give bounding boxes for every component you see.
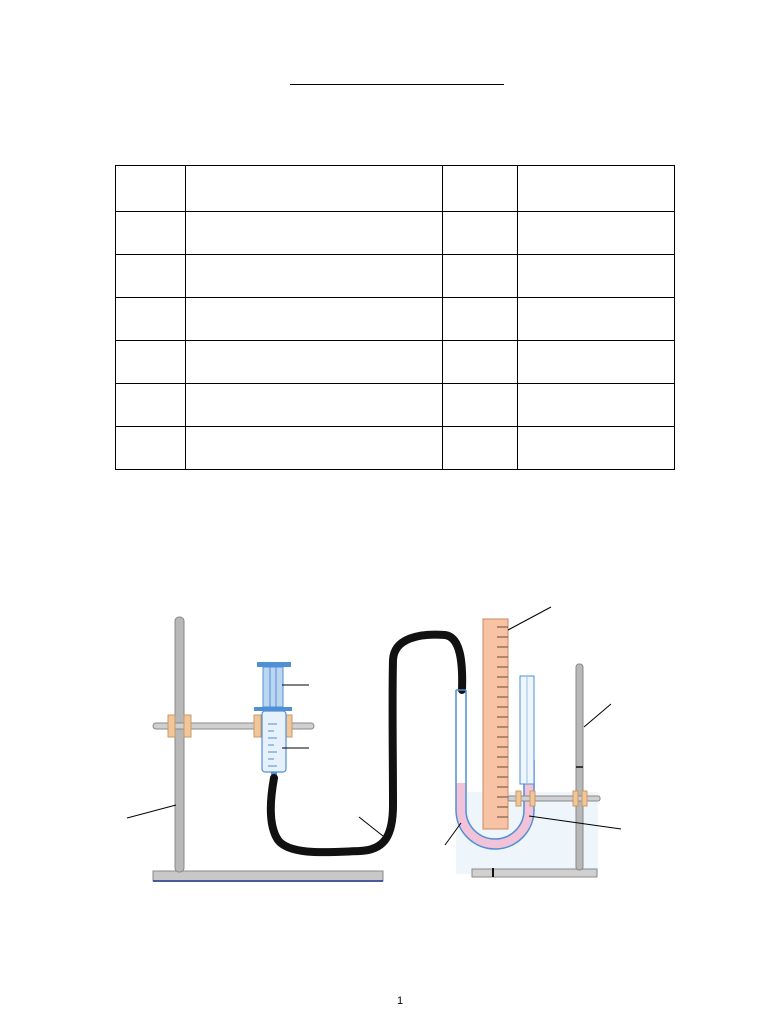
table-cell bbox=[442, 426, 518, 470]
table-cell bbox=[442, 340, 518, 384]
table-cell bbox=[185, 297, 443, 341]
plunger-top bbox=[257, 662, 291, 667]
table-cell bbox=[442, 254, 518, 298]
u-tube-liquid bbox=[456, 783, 534, 849]
clamp-boss bbox=[572, 790, 579, 807]
table-header-cell bbox=[442, 165, 518, 212]
ruler bbox=[482, 618, 509, 830]
left-stand-base bbox=[152, 870, 384, 882]
label-line-right-stand bbox=[583, 703, 612, 728]
table-row bbox=[115, 426, 675, 470]
syringe-flange bbox=[254, 707, 292, 711]
clamp-boss bbox=[581, 790, 588, 807]
clamp-boss bbox=[183, 714, 192, 738]
table-cell bbox=[115, 254, 186, 298]
u-tube-inner bbox=[465, 690, 525, 840]
table-header-cell bbox=[185, 165, 443, 212]
table-row bbox=[115, 297, 675, 341]
syringe bbox=[254, 662, 292, 778]
label-line-tubing bbox=[358, 816, 384, 837]
apparatus-diagram bbox=[126, 606, 622, 882]
table-cell bbox=[517, 254, 675, 298]
u-tube-outline bbox=[455, 690, 535, 850]
left-stand-rod bbox=[174, 616, 185, 873]
table-cell bbox=[185, 211, 443, 255]
table-cell bbox=[442, 383, 518, 427]
clamp-boss bbox=[515, 790, 522, 807]
table-cell bbox=[442, 297, 518, 341]
table-cell bbox=[115, 297, 186, 341]
table-header-cell bbox=[115, 165, 186, 212]
label-line-liquid bbox=[528, 815, 622, 830]
ruler-ticks bbox=[497, 626, 508, 818]
table-cell bbox=[185, 383, 443, 427]
rubber-tubing bbox=[266, 630, 467, 857]
ruler-body bbox=[482, 618, 509, 830]
title-underline bbox=[290, 84, 504, 85]
table-cell bbox=[185, 254, 443, 298]
label-line-left-stand bbox=[126, 804, 177, 819]
clamp-boss bbox=[167, 714, 176, 738]
label-line-u-tube bbox=[444, 822, 462, 846]
table-row bbox=[115, 340, 675, 384]
table-cell bbox=[517, 340, 675, 384]
page-number: 1 bbox=[396, 995, 404, 1007]
syringe-barrel bbox=[261, 710, 287, 773]
left-retort-stand bbox=[152, 616, 384, 882]
table-header-cell bbox=[517, 165, 675, 212]
clamp-boss bbox=[253, 714, 262, 738]
table-row bbox=[115, 254, 675, 298]
table-header-row bbox=[115, 165, 675, 212]
right-stand-base bbox=[471, 868, 598, 878]
clamp-boss bbox=[529, 790, 536, 807]
table-cell bbox=[517, 211, 675, 255]
table-cell bbox=[115, 340, 186, 384]
table-cell bbox=[442, 211, 518, 255]
plunger-rod bbox=[262, 666, 284, 708]
table-cell bbox=[115, 383, 186, 427]
table-cell bbox=[517, 383, 675, 427]
right-retort-stand bbox=[471, 663, 601, 878]
table-cell bbox=[185, 340, 443, 384]
table-cell bbox=[115, 426, 186, 470]
label-line-ruler bbox=[507, 606, 552, 631]
label-lines bbox=[126, 606, 622, 846]
u-tube-manometer bbox=[455, 675, 535, 850]
table-row bbox=[115, 211, 675, 255]
table-row bbox=[115, 383, 675, 427]
table-cell bbox=[185, 426, 443, 470]
table-cell bbox=[517, 426, 675, 470]
table-cell bbox=[115, 211, 186, 255]
blank-table bbox=[115, 165, 675, 470]
table-cell bbox=[517, 297, 675, 341]
